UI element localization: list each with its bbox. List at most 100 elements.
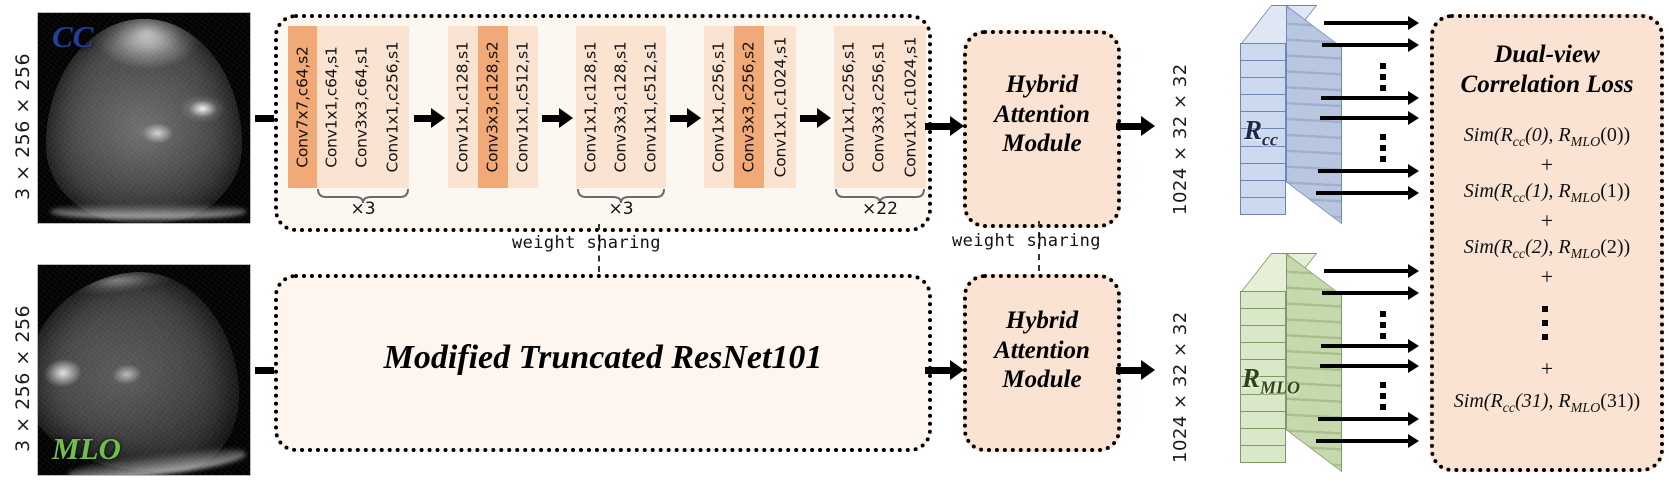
attention-line-1: Hybrid [1005, 307, 1079, 334]
conv-layer-conv1x1-c512-s1[interactable]: Conv1x1,c512,s1 [508, 26, 538, 188]
conv-stage-stage3-repeat: Conv1x1,c256,s1 Conv3x3,c256,s1 Conv1x1,… [834, 26, 926, 188]
mlo-mammogram-image: MLO [38, 265, 250, 475]
loss-term-1-sub2: MLO [1570, 191, 1601, 206]
cc-connector-dots-lower [1380, 134, 1386, 162]
cube-slice [1241, 95, 1285, 113]
conv-layer-label: Conv7x7,c64,s2 [293, 46, 312, 168]
conv-layer-label: Conv3x3,c256,s1 [870, 41, 889, 173]
attention-line-3: Module [1002, 130, 1082, 157]
loss-plus-3: + [1540, 356, 1554, 381]
mlo-view-tag: MLO [52, 431, 121, 466]
conv-layer-label: Conv1x1,c64,s1 [323, 46, 341, 168]
loss-term-1-end: (1)) [1600, 180, 1631, 202]
hybrid-attention-module-mlo[interactable]: Hybrid Attention Module [963, 274, 1121, 452]
loss-term-last-end: (31)) [1600, 390, 1641, 412]
loss-term-0-sub1: cc [1512, 135, 1526, 150]
repeat-count-stage2: ×3 [608, 199, 634, 219]
loss-title-line-1: Dual-view [1494, 41, 1600, 68]
loss-title-line-2: Correlation Loss [1460, 70, 1634, 98]
conv-layer-label: Conv1x1,c256,s1 [840, 41, 859, 173]
cube-slice [1241, 326, 1285, 344]
conv-layer-conv3x3-c64-s1[interactable]: Conv3x3,c64,s1 [347, 26, 377, 188]
conv-layer-conv1x1-c1024-s1[interactable]: Conv1x1,c1024,s1 [764, 26, 796, 188]
mlo-feature-dim-label: 1024 × 32 × 32 [1170, 311, 1191, 463]
conv-layer-conv1x1-c128-s1-r[interactable]: Conv1x1,c128,s1 [576, 26, 606, 188]
attention-line-2: Attention [994, 100, 1090, 128]
conv-layer-conv1x1-c64-s1[interactable]: Conv1x1,c64,s1 [317, 26, 347, 188]
conv-layer-conv3x3-c256-s1-r[interactable]: Conv3x3,c256,s1 [864, 26, 894, 188]
loss-term-1-text: Sim(R [1463, 180, 1513, 202]
loss-plus-1: + [1540, 208, 1554, 233]
loss-term-last-mid: (31), R [1515, 390, 1571, 412]
conv-stage-stage2-repeat: Conv1x1,c128,s1 Conv3x3,c128,s1 Conv1x1,… [576, 26, 666, 188]
conv-layer-label: Conv3x3,c64,s1 [353, 46, 371, 168]
conv-layer-conv3x3-c128-s1-r[interactable]: Conv3x3,c128,s1 [606, 26, 636, 188]
conv-layer-conv1x1-c128-s1[interactable]: Conv1x1,c128,s1 [448, 26, 478, 188]
conv-layer-conv1x1-c256-s1-r[interactable]: Conv1x1,c256,s1 [834, 26, 864, 188]
loss-term-last: Sim(Rcc(31), RMLO(31)) [1434, 390, 1660, 417]
loss-plus-2: + [1540, 264, 1554, 289]
attention-title-cc: Hybrid Attention Module [967, 70, 1117, 159]
cc-input-dim-label: 3 × 256 × 256 [12, 52, 34, 200]
mlo-connector-dots-lower [1380, 382, 1386, 410]
cube-slice [1241, 411, 1285, 429]
loss-term-0: Sim(Rcc(0), RMLO(0)) [1434, 124, 1660, 151]
conv-stage-stage2-down: Conv1x1,c128,s1 Conv3x3,c128,s2 Conv1x1,… [448, 26, 538, 188]
cc-texture-overlay [38, 13, 250, 223]
cube-slice [1241, 129, 1285, 147]
feature-cube-label-mlo: RMLO [1242, 363, 1300, 398]
conv-layer-label: Conv1x1,c256,s1 [710, 41, 729, 173]
attention-line-1: Hybrid [1005, 71, 1079, 98]
weight-sharing-line-attention [1038, 221, 1040, 271]
conv-layer-conv1x1-c256-s1[interactable]: Conv1x1,c256,s1 [704, 26, 734, 188]
attention-line-3: Module [1002, 366, 1082, 393]
cube-slice [1241, 146, 1285, 164]
collapsed-backbone-container[interactable]: Modified Truncated ResNet101 [274, 274, 932, 452]
conv-layer-label: Conv1x1,c128,s1 [454, 41, 473, 173]
cc-chestwall-line [50, 204, 246, 219]
feature-subscript-cc: cc [1262, 129, 1278, 150]
dual-view-correlation-loss-box[interactable]: Dual-view Correlation Loss Sim(Rcc(0), R… [1430, 14, 1664, 472]
loss-term-2-sub2: MLO [1570, 247, 1601, 262]
cube-slice [1241, 428, 1285, 446]
cube-slice [1241, 309, 1285, 327]
loss-term-last-sub2: MLO [1570, 401, 1601, 416]
hybrid-attention-module-cc[interactable]: Hybrid Attention Module [963, 30, 1121, 228]
conv-layer-conv3x3-c256-s2[interactable]: Conv3x3,c256,s2 [734, 26, 764, 188]
loss-plus-0: + [1540, 152, 1554, 177]
conv-layer-label: Conv3x3,c128,s2 [484, 41, 503, 173]
conv-layer-label: Conv1x1,c128,s1 [582, 41, 601, 173]
cube-slice [1241, 180, 1285, 198]
loss-term-0-mid: (0), R [1525, 124, 1571, 146]
conv-layer-conv1x1-c512-s1-r[interactable]: Conv1x1,c512,s1 [636, 26, 666, 188]
cc-mammogram-image: CC [38, 13, 250, 223]
feature-cube-cc: Rcc [1240, 5, 1348, 225]
cube-slice [1241, 292, 1285, 310]
weight-sharing-label-attention: weight sharing [952, 231, 1101, 251]
cube-slice [1241, 112, 1285, 130]
loss-ellipsis [1542, 306, 1548, 340]
conv-layer-conv1x1-c1024-s1-r[interactable]: Conv1x1,c1024,s1 [894, 26, 926, 188]
conv-layer-conv1x1-c256-s1[interactable]: Conv1x1,c256,s1 [377, 26, 409, 188]
conv-layer-conv7x7-c64-s2[interactable]: Conv7x7,c64,s2 [288, 26, 317, 188]
cube-slice [1241, 61, 1285, 79]
attention-line-2: Attention [994, 336, 1090, 364]
repeat-brace-stage2 [577, 188, 665, 203]
loss-term-0-end: (0)) [1600, 124, 1631, 146]
loss-term-1-sub1: cc [1512, 191, 1526, 206]
feature-name-mlo: R [1242, 363, 1261, 393]
loss-term-2-sub1: cc [1512, 247, 1526, 262]
cube-slice [1241, 377, 1285, 395]
conv-stage-stem-stage: Conv7x7,c64,s2 Conv1x1,c64,s1 Conv3x3,c6… [288, 26, 409, 188]
mlo-input-dim-label: 3 × 256 × 256 [12, 304, 34, 452]
conv-layer-label: Conv1x1,c512,s1 [514, 41, 533, 173]
feature-name-cc: R [1244, 115, 1263, 145]
cube-slice [1241, 78, 1285, 96]
cube-slice [1241, 163, 1285, 181]
cube-slice [1241, 360, 1285, 378]
mlo-texture-overlay [38, 265, 250, 475]
repeat-brace-stem [317, 188, 409, 203]
cube-front-face-mlo [1240, 291, 1286, 463]
conv-layer-conv3x3-c128-s2[interactable]: Conv3x3,c128,s2 [478, 26, 508, 188]
